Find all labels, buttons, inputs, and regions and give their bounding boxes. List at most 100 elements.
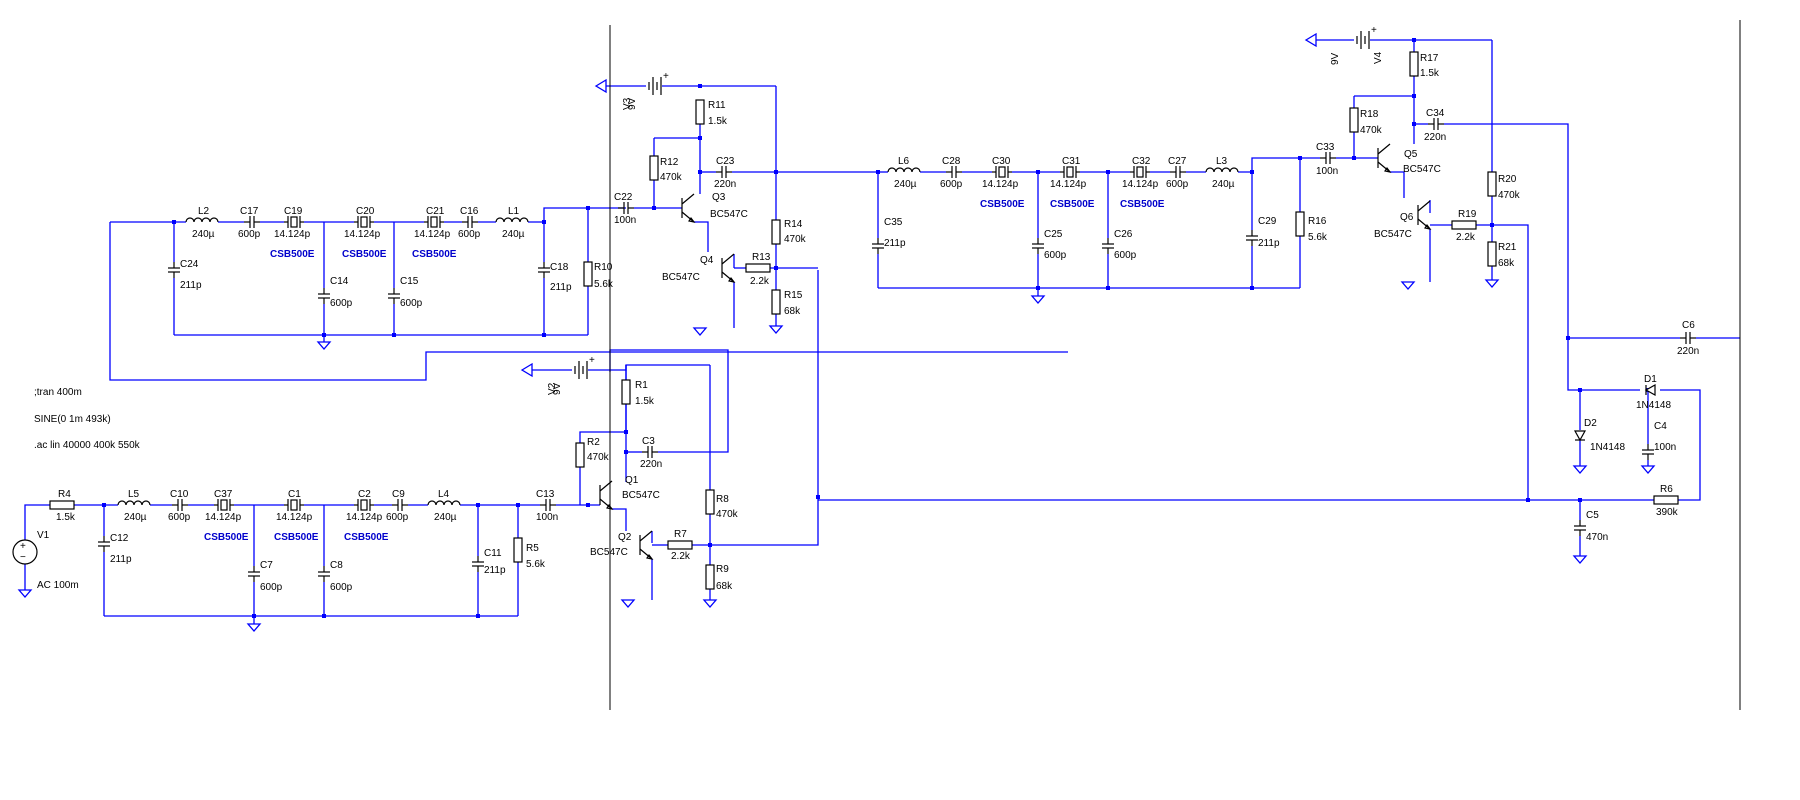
v1-value-label: AC 100m <box>37 580 79 591</box>
l5-inductor[interactable] <box>117 500 151 506</box>
c33-capacitor[interactable] <box>1320 152 1336 164</box>
wire <box>24 504 50 540</box>
c28-ref-label: C28 <box>942 156 961 167</box>
components: +− + + + <box>12 20 1741 710</box>
c4-capacitor[interactable] <box>1642 444 1654 460</box>
l3-inductor[interactable] <box>1205 167 1239 173</box>
l6-inductor[interactable] <box>887 167 921 173</box>
r10-resistor[interactable] <box>583 261 593 287</box>
r15-resistor[interactable] <box>771 289 781 315</box>
c7-capacitor[interactable] <box>248 566 260 582</box>
r11-resistor[interactable] <box>695 99 705 125</box>
c2-value-label: 14.124p <box>346 512 383 523</box>
c6-capacitor[interactable] <box>1680 332 1696 344</box>
r8-resistor[interactable] <box>705 489 715 515</box>
q4-transistor[interactable] <box>721 253 736 283</box>
c19-crystal[interactable] <box>284 216 304 228</box>
r14-resistor[interactable] <box>771 219 781 245</box>
c21-crystal[interactable] <box>424 216 444 228</box>
v3-battery[interactable]: + <box>648 71 669 95</box>
c20-part-name: CSB500E <box>342 249 387 260</box>
c13-capacitor[interactable] <box>540 499 556 511</box>
r20-resistor[interactable] <box>1487 171 1497 197</box>
r19-resistor[interactable] <box>1451 220 1477 230</box>
c20-crystal[interactable] <box>354 216 374 228</box>
c14-capacitor[interactable] <box>318 288 330 304</box>
c24-capacitor[interactable] <box>168 262 180 278</box>
v2-battery[interactable]: + <box>574 355 595 379</box>
q6-transistor[interactable] <box>1417 200 1432 230</box>
q2-transistor[interactable] <box>639 530 654 560</box>
c22-capacitor[interactable] <box>618 202 634 214</box>
c2-crystal[interactable] <box>354 499 374 511</box>
d2-diode[interactable] <box>1573 430 1587 442</box>
r7-resistor[interactable] <box>667 540 693 550</box>
c3-capacitor[interactable] <box>642 446 658 458</box>
c19-value-label: 14.124p <box>274 229 311 240</box>
c30-crystal[interactable] <box>992 166 1012 178</box>
c32-crystal[interactable] <box>1130 166 1150 178</box>
q1-transistor[interactable] <box>599 480 614 510</box>
r16-resistor[interactable] <box>1295 211 1305 237</box>
c34-capacitor[interactable] <box>1428 118 1444 130</box>
l2-inductor[interactable] <box>185 217 219 223</box>
c26-capacitor[interactable] <box>1102 238 1114 254</box>
c30-part-name: CSB500E <box>980 199 1025 210</box>
q5-value-label: BC547C <box>1403 164 1441 175</box>
c19-ref-label: C19 <box>284 206 303 217</box>
r2-ref-label: R2 <box>587 437 600 448</box>
v4-battery[interactable]: + <box>1356 25 1377 49</box>
c31-crystal[interactable] <box>1060 166 1080 178</box>
r17-resistor[interactable] <box>1409 51 1419 77</box>
q3-transistor[interactable] <box>681 193 696 223</box>
c35-capacitor[interactable] <box>872 238 884 254</box>
c5-value-label: 470n <box>1586 532 1608 543</box>
c8-capacitor[interactable] <box>318 566 330 582</box>
r2-resistor[interactable] <box>575 442 585 468</box>
wire <box>528 207 626 223</box>
r9-resistor[interactable] <box>705 564 715 590</box>
c11-capacitor[interactable] <box>472 556 484 572</box>
c18-capacitor[interactable] <box>538 262 550 278</box>
c20-ref-label: C20 <box>356 206 375 217</box>
ground-arrow-icon <box>1304 32 1317 48</box>
c37-crystal[interactable] <box>214 499 234 511</box>
c1-ref-label: C1 <box>288 489 301 500</box>
c23-capacitor[interactable] <box>716 166 732 178</box>
c12-capacitor[interactable] <box>98 536 110 552</box>
c27-capacitor[interactable] <box>1170 166 1186 178</box>
wire <box>692 270 819 546</box>
r13-resistor[interactable] <box>745 263 771 273</box>
r1-resistor[interactable] <box>621 379 631 405</box>
r18-resistor[interactable] <box>1349 107 1359 133</box>
d1-diode[interactable] <box>1644 383 1656 397</box>
l3-value-label: 240µ <box>1212 179 1235 190</box>
l4-inductor[interactable] <box>427 500 461 506</box>
r21-resistor[interactable] <box>1487 241 1497 267</box>
c25-capacitor[interactable] <box>1032 238 1044 254</box>
c16-value-label: 600p <box>458 229 481 240</box>
r12-resistor[interactable] <box>649 155 659 181</box>
svg-text:+: + <box>1371 25 1377 36</box>
c17-capacitor[interactable] <box>244 216 260 228</box>
v1-voltage-source[interactable]: +− <box>12 539 38 565</box>
c23-ref-label: C23 <box>716 156 735 167</box>
c1-crystal[interactable] <box>284 499 304 511</box>
c15-capacitor[interactable] <box>388 288 400 304</box>
c5-capacitor[interactable] <box>1574 520 1586 536</box>
wires <box>24 38 1740 624</box>
l1-inductor[interactable] <box>495 217 529 223</box>
v3-ref-label: V3 <box>622 97 633 110</box>
q1-ref-label: Q1 <box>625 475 639 486</box>
q5-transistor[interactable] <box>1377 143 1392 173</box>
c16-capacitor[interactable] <box>462 216 478 228</box>
c9-capacitor[interactable] <box>392 499 408 511</box>
c10-capacitor[interactable] <box>172 499 188 511</box>
r5-resistor[interactable] <box>513 537 523 563</box>
r6-resistor[interactable] <box>1653 495 1679 505</box>
r4-resistor[interactable] <box>49 500 75 510</box>
c2-part-name: CSB500E <box>344 532 389 543</box>
c29-capacitor[interactable] <box>1246 230 1258 246</box>
q3-value-label: BC547C <box>710 209 748 220</box>
c28-capacitor[interactable] <box>946 166 962 178</box>
